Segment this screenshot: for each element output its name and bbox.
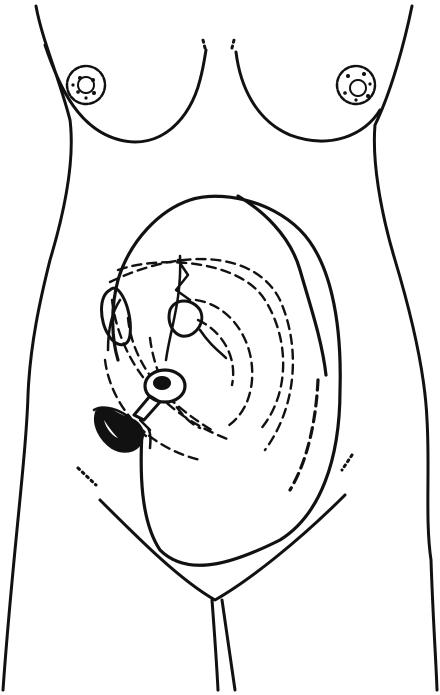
fetus <box>94 256 226 452</box>
fetus-body-line <box>166 256 180 360</box>
left-hip-dots <box>78 468 96 485</box>
cleavage-dots-right <box>232 40 234 48</box>
crotch-line <box>212 600 218 690</box>
torso-outline <box>3 6 437 690</box>
uterus-edge-dashed <box>290 380 318 490</box>
ring-6 <box>196 300 252 428</box>
right-body-contour <box>374 6 437 690</box>
left-areola <box>67 66 105 104</box>
fetus-arm <box>200 330 226 358</box>
right-leg-line <box>222 600 235 690</box>
cleavage-dots-left <box>203 40 205 48</box>
breasts <box>45 40 380 142</box>
right-hip-dots <box>342 455 352 470</box>
right-areola <box>337 66 375 104</box>
ring-7 <box>198 320 233 385</box>
left-body-contour <box>3 6 71 690</box>
cervix-os <box>153 376 171 390</box>
cord <box>148 428 151 448</box>
cervix-stem <box>134 396 160 420</box>
groin-lines <box>78 455 352 600</box>
